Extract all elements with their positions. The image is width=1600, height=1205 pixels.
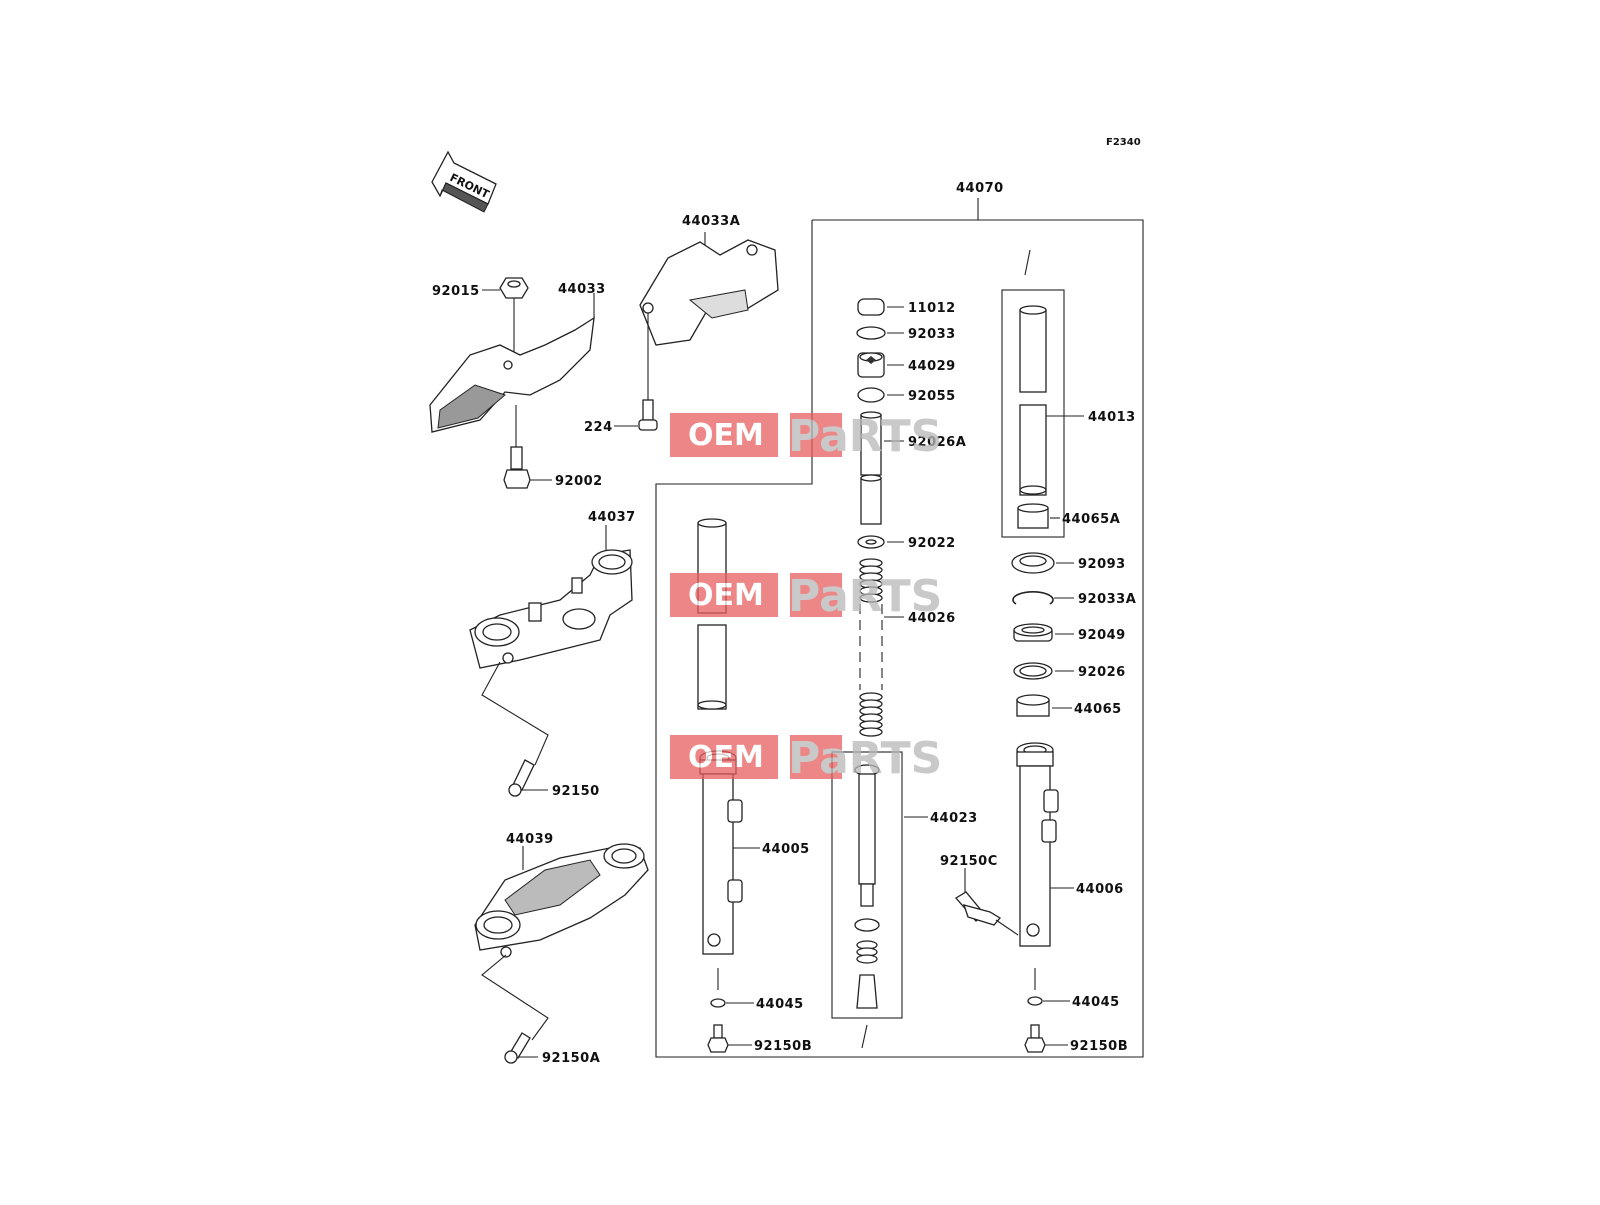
bolt-92002 <box>503 405 552 489</box>
watermark-oem: OEM <box>688 418 764 453</box>
label-92026A: 92026A <box>908 435 966 450</box>
fork-assembly-outline <box>655 198 1144 1058</box>
dust-seal-92093 <box>1011 552 1074 574</box>
spring-44026 <box>859 558 904 737</box>
triple-clamp-44037 <box>469 525 633 766</box>
label-92022: 92022 <box>908 536 956 551</box>
svg-text:PaRTS: PaRTS <box>788 571 942 622</box>
label-44023: 44023 <box>930 811 978 826</box>
label-92150C: 92150C <box>940 854 998 869</box>
outer-tube-44006 <box>1016 742 1074 990</box>
watermark-parts: PaRTS <box>788 411 942 462</box>
bolt-92150A <box>504 1032 538 1064</box>
watermark-oembikeparts: OEM PaRTS OEM PaRTS OEM PaRTS <box>670 411 942 784</box>
label-92150: 92150 <box>552 784 600 799</box>
label-44070: 44070 <box>956 181 1004 196</box>
label-44033: 44033 <box>558 282 606 297</box>
bushing-44065 <box>1016 694 1072 717</box>
washer-44045-right <box>1027 996 1070 1006</box>
damper-44023 <box>831 751 928 1049</box>
outer-tube-44005 <box>699 750 760 990</box>
bolt-92150C <box>955 868 1019 936</box>
svg-text:OEM: OEM <box>688 740 764 775</box>
bolt-92150B-right <box>1024 1024 1068 1053</box>
bracket-44033A <box>639 232 779 400</box>
washer-44045-left <box>710 998 754 1008</box>
bracket-44033 <box>429 293 595 433</box>
label-92055: 92055 <box>908 389 956 404</box>
svg-text:OEM: OEM <box>688 578 764 613</box>
bushing-44065A <box>1017 503 1060 529</box>
drawing-code: F2340 <box>1106 137 1141 148</box>
label-44065: 44065 <box>1074 702 1122 717</box>
label-44013: 44013 <box>1088 410 1136 425</box>
bolt-92150 <box>508 759 548 797</box>
label-44033A: 44033A <box>682 214 740 229</box>
screw-224 <box>614 399 658 431</box>
triple-clamp-44039 <box>474 843 649 1041</box>
o-ring-92033 <box>856 326 904 340</box>
front-arrow-icon: FRONT <box>431 150 497 213</box>
label-92033A: 92033A <box>1078 592 1136 607</box>
label-11012: 11012 <box>908 301 956 316</box>
label-92150B-right: 92150B <box>1070 1039 1128 1054</box>
washer-92022 <box>857 535 904 549</box>
bolt-92150B-left <box>707 1024 752 1053</box>
svg-text:PaRTS: PaRTS <box>788 733 942 784</box>
label-44005: 44005 <box>762 842 810 857</box>
label-92093: 92093 <box>1078 557 1126 572</box>
label-224: 224 <box>584 420 613 435</box>
label-92002: 92002 <box>555 474 603 489</box>
oil-seal-92049 <box>1013 623 1074 642</box>
label-44006: 44006 <box>1076 882 1124 897</box>
adjuster-44029 <box>857 352 904 378</box>
cap-11012 <box>857 298 904 316</box>
label-92033: 92033 <box>908 327 956 342</box>
washer-92026 <box>1013 662 1074 680</box>
label-92150A: 92150A <box>542 1051 600 1066</box>
label-44039: 44039 <box>506 832 554 847</box>
inner-tube-44013 <box>1001 249 1084 538</box>
label-44045-left: 44045 <box>756 997 804 1012</box>
label-92150B-left: 92150B <box>754 1039 812 1054</box>
label-92015: 92015 <box>432 284 480 299</box>
label-92049: 92049 <box>1078 628 1126 643</box>
label-44045-right: 44045 <box>1072 995 1120 1010</box>
label-44029: 44029 <box>908 359 956 374</box>
label-44037: 44037 <box>588 510 636 525</box>
circlip-92033A <box>1012 591 1074 605</box>
label-92026: 92026 <box>1078 665 1126 680</box>
spacer-92026A <box>860 411 904 525</box>
label-44026: 44026 <box>908 611 956 626</box>
label-44065A: 44065A <box>1062 512 1120 527</box>
o-ring-92055 <box>857 387 904 403</box>
